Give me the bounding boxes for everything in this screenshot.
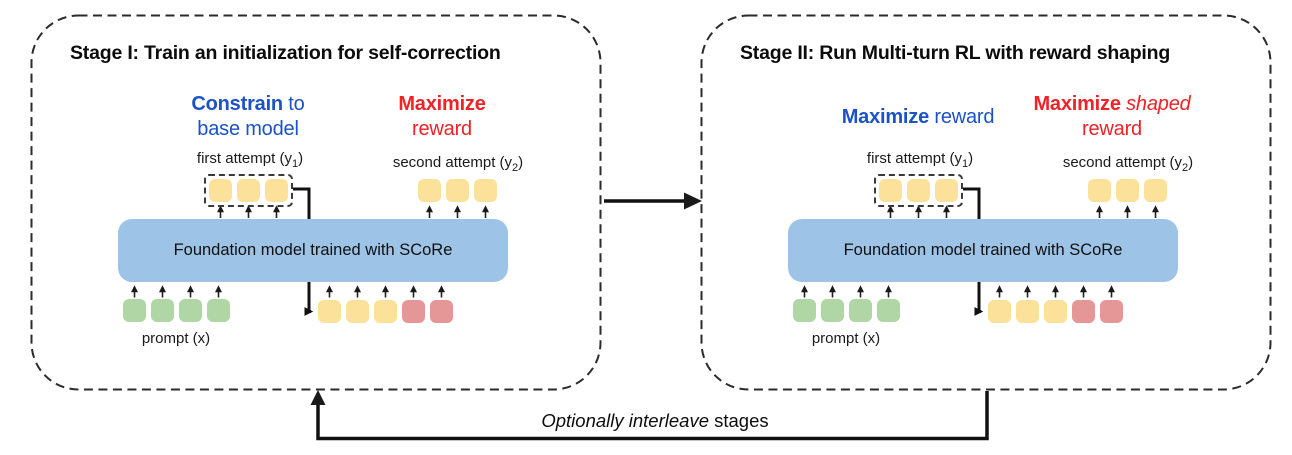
stage1-title: Stage I: Train an initialization for sel… <box>70 42 501 64</box>
yellow-token <box>1088 179 1111 202</box>
stage1-panel: Stage I: Train an initialization for sel… <box>30 14 602 391</box>
interleave-feedback-arrow <box>310 390 989 441</box>
yellow-token <box>237 179 260 202</box>
yellow-token <box>474 179 497 202</box>
red-token <box>1100 300 1123 323</box>
green-token <box>877 299 900 322</box>
green-token <box>793 299 816 322</box>
stage2-title: Stage II: Run Multi-turn RL with reward … <box>740 42 1171 64</box>
model-input-tokens <box>988 300 1123 323</box>
token-arrows <box>801 205 1159 298</box>
yellow-token <box>318 300 341 323</box>
red-token <box>402 300 425 323</box>
prompt-tokens <box>793 299 900 322</box>
yellow-token <box>1016 300 1039 323</box>
second-attempt-label: second attempt (y2) <box>392 154 524 174</box>
first-attempt-tokens <box>204 174 293 207</box>
yellow-token <box>988 300 1011 323</box>
first-attempt-tokens <box>874 174 963 207</box>
yellow-token <box>209 179 232 202</box>
yellow-token <box>374 300 397 323</box>
yellow-token <box>265 179 288 202</box>
token-arrows <box>131 205 489 298</box>
model-input-tokens <box>318 300 453 323</box>
red-token <box>430 300 453 323</box>
red-token <box>1072 300 1095 323</box>
stage1-dashed-border <box>30 14 602 391</box>
prompt-label: prompt (x) <box>811 330 881 347</box>
foundation-model-box: Foundation model trained with SCoRe <box>118 219 508 282</box>
maximize-reward-label: Maximize reward <box>398 93 486 140</box>
yellow-token <box>346 300 369 323</box>
yellow-token <box>446 179 469 202</box>
yellow-token <box>879 179 902 202</box>
prompt-tokens <box>123 299 230 322</box>
green-token <box>151 299 174 322</box>
foundation-model-box: Foundation model trained with SCoRe <box>788 219 1178 282</box>
stage2-internal-arrows <box>700 14 1272 391</box>
green-token <box>179 299 202 322</box>
first-attempt-label: first attempt (y1) <box>196 150 304 170</box>
maximize-shaped-reward-label: Maximize shaped reward <box>1033 93 1191 140</box>
green-token <box>849 299 872 322</box>
second-attempt-tokens <box>1088 179 1167 202</box>
stage2-panel: Stage II: Run Multi-turn RL with reward … <box>700 14 1272 391</box>
green-token <box>123 299 146 322</box>
second-attempt-tokens <box>418 179 497 202</box>
maximize-reward-label: Maximize reward <box>841 106 995 128</box>
green-token <box>207 299 230 322</box>
yellow-token <box>418 179 441 202</box>
yellow-token <box>1044 300 1067 323</box>
constrain-to-base-model-label: Constrain to base model <box>191 93 305 140</box>
yellow-token <box>1144 179 1167 202</box>
stage2-dashed-border <box>700 14 1272 391</box>
yellow-token <box>935 179 958 202</box>
yellow-token <box>1116 179 1139 202</box>
yellow-token <box>907 179 930 202</box>
prompt-label: prompt (x) <box>141 330 211 347</box>
interleave-stages-label: Optionally interleave stages <box>541 410 769 431</box>
inter-stage-arrow <box>604 192 702 210</box>
second-attempt-label: second attempt (y2) <box>1062 154 1194 174</box>
first-attempt-label: first attempt (y1) <box>866 150 974 170</box>
green-token <box>821 299 844 322</box>
